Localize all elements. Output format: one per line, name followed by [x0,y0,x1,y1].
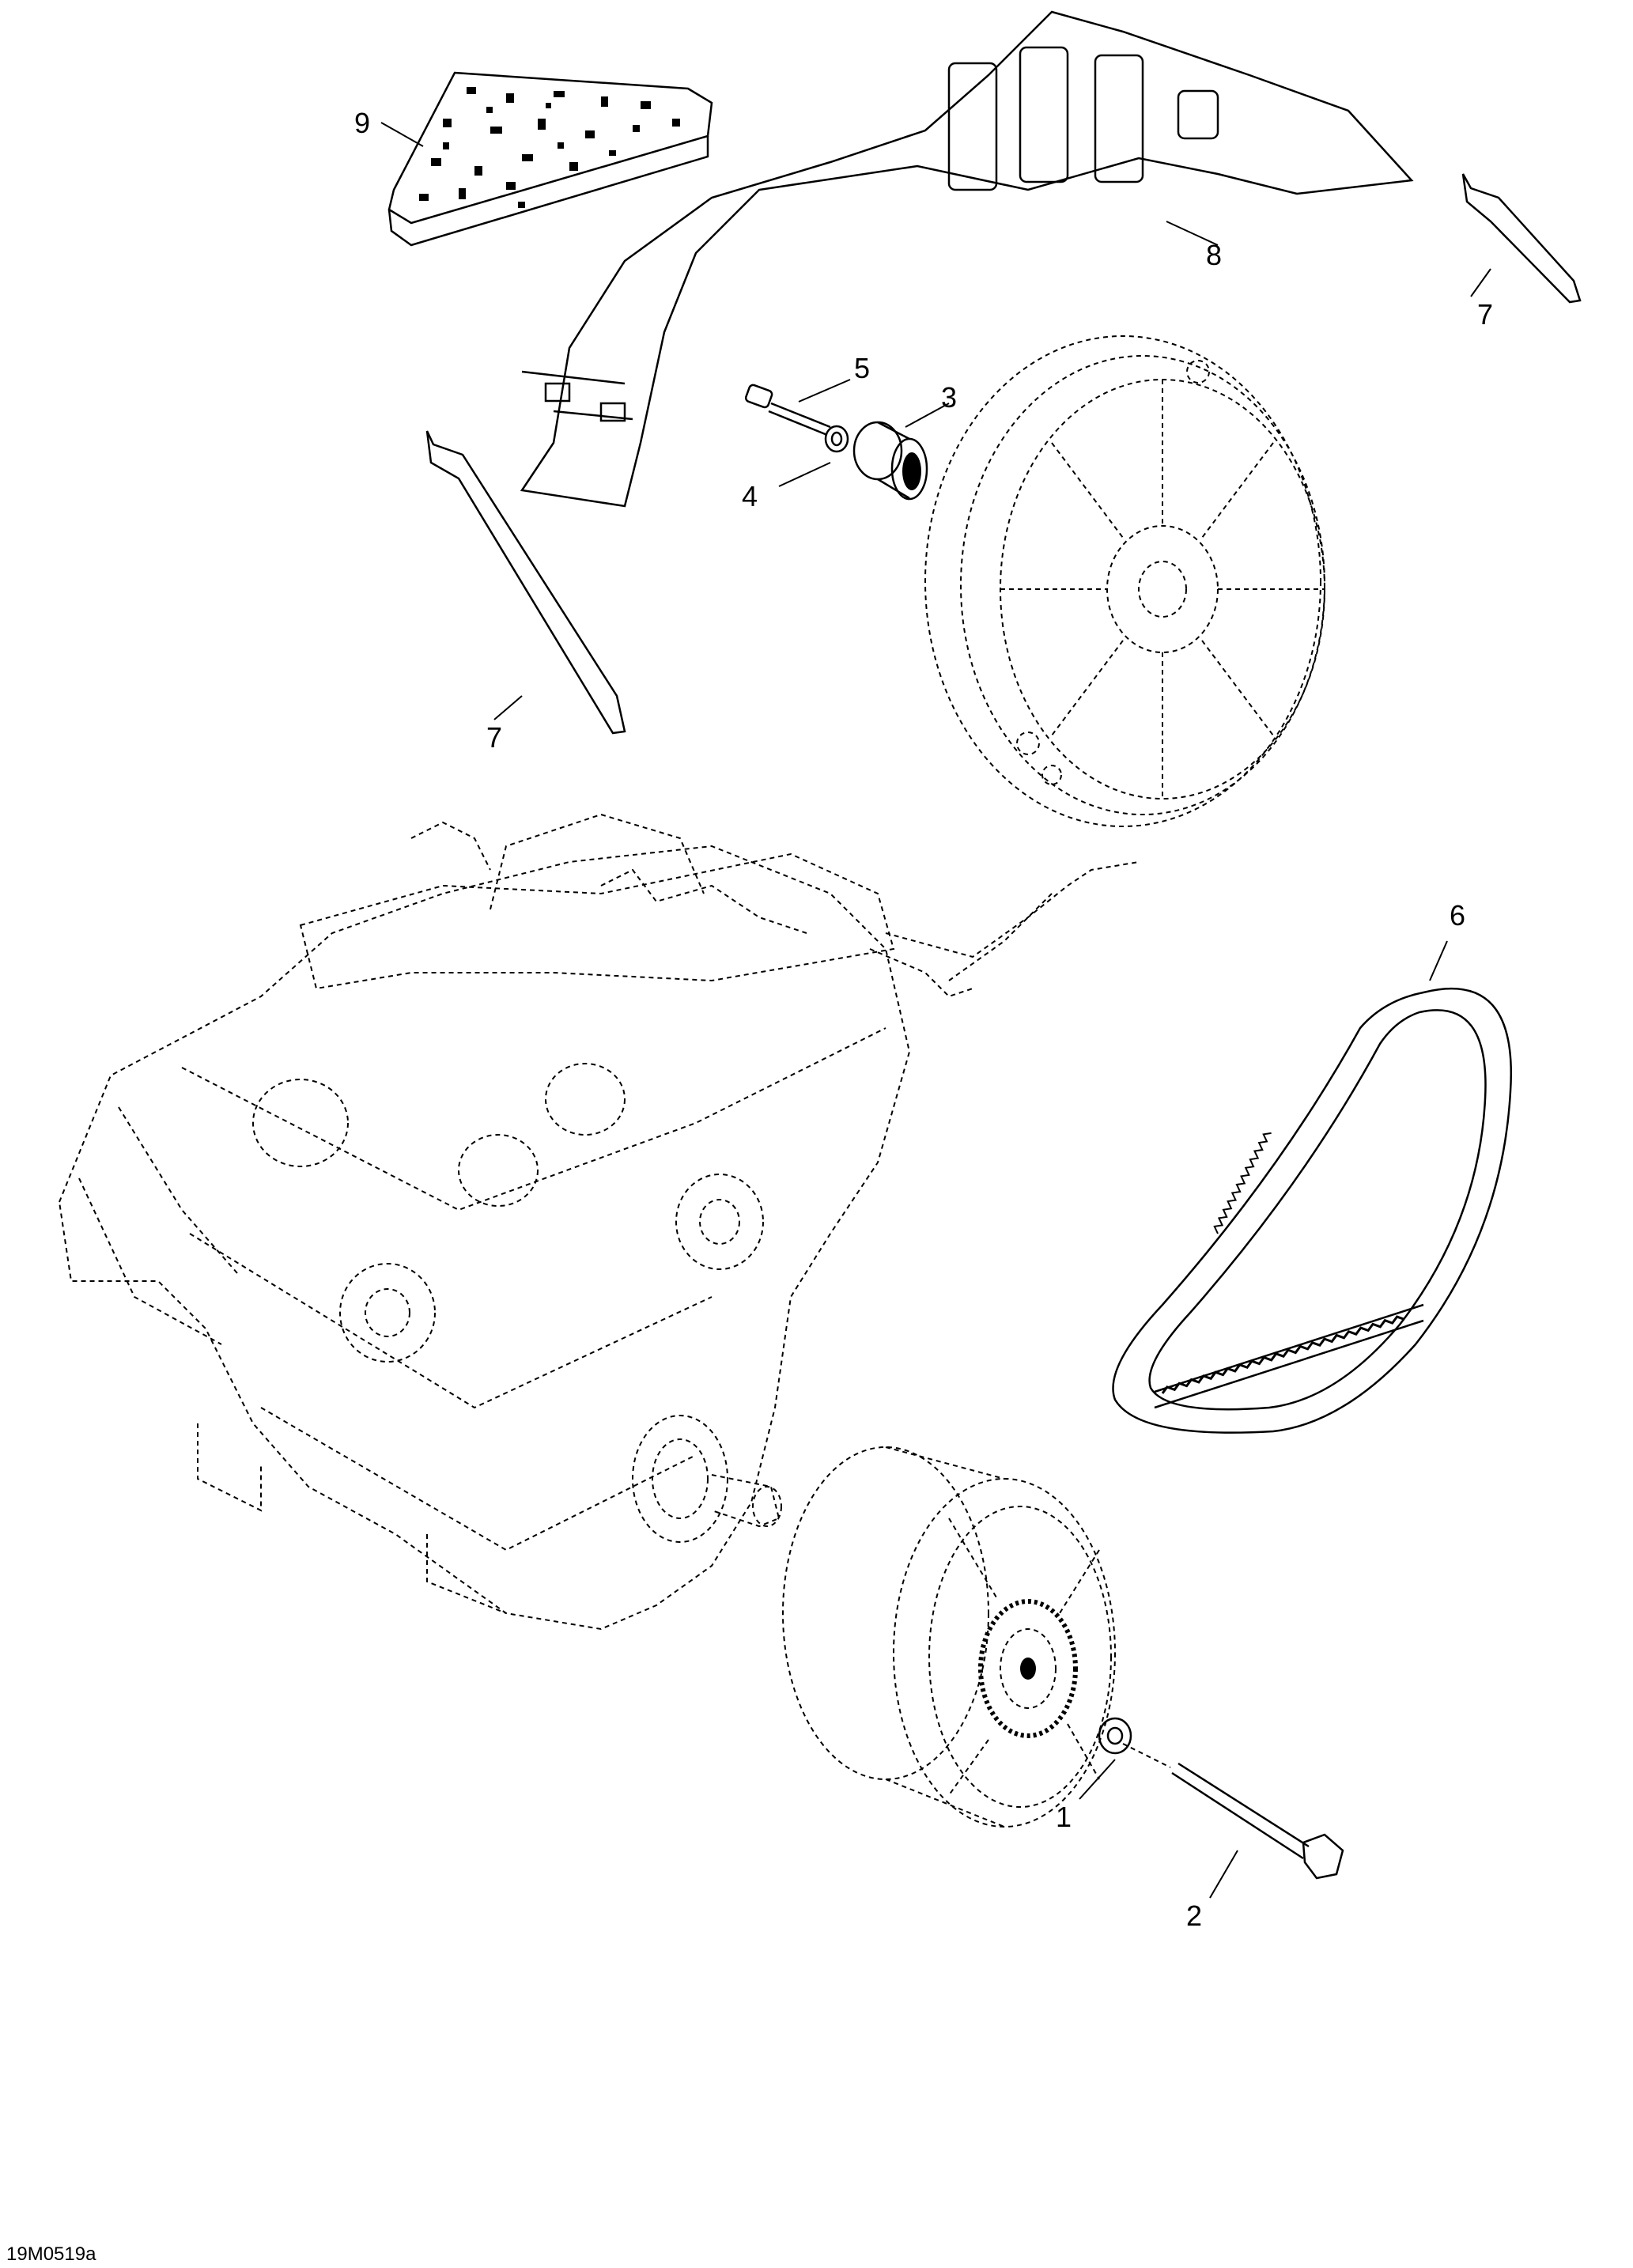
driven-pulley [924,335,1325,827]
callout-3: 3 [941,381,957,414]
belt-guard-part: 8 [520,10,1414,508]
callout-1: 1 [1056,1801,1072,1833]
screw-part: 5 [744,352,870,437]
engine-assembly [58,813,1140,1631]
callout-8: 8 [1206,239,1222,271]
callout-5: 5 [854,352,870,384]
callout-2: 2 [1186,1899,1202,1932]
label-part: 9 [354,71,713,247]
figure-id: 19M0519a [6,2243,96,2265]
bolt-part: 2 [1122,1743,1344,1932]
clip-part-right: 7 [1461,173,1582,331]
callout-6: 6 [1450,899,1465,932]
washer-part-1: 1 [1056,1717,1132,1833]
drive-belt-part: 6 [1112,899,1512,1434]
callout-4: 4 [742,480,758,512]
drive-pulley [782,1446,1116,1828]
clip-part-left: 7 [425,430,626,754]
spacer-part: 3 [852,381,957,501]
callout-7-left: 7 [486,721,502,754]
washer-part-4: 4 [742,425,849,512]
callout-7-right: 7 [1477,298,1493,331]
callout-9: 9 [354,107,370,139]
